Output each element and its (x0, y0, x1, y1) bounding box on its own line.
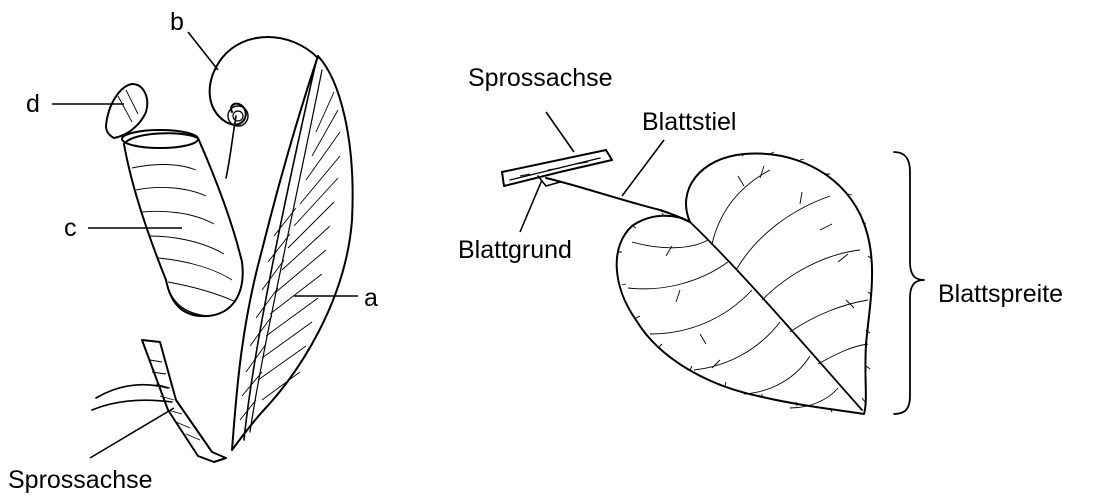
pitcher-lid-d (106, 84, 147, 138)
label-shoot-axis-right: Sprossachse (468, 64, 613, 92)
leaf-blade-brace (894, 152, 924, 414)
label-leaf-base: Blattgrund (458, 236, 572, 264)
label-shoot-axis-left: Sprossachse (8, 466, 153, 494)
leaf-lamina-a (232, 56, 353, 450)
label-leaf-blade: Blattspreite (938, 280, 1063, 308)
leader-line-b (188, 32, 218, 70)
label-petiole: Blattstiel (642, 108, 736, 136)
pitcher-plant-illustration: a b c d Sprossachse (8, 8, 378, 494)
leader-line-petiole (622, 140, 664, 196)
leaf-blade (617, 152, 872, 414)
leader-line-shoot-right (546, 112, 574, 152)
leader-line-leaf-base (520, 180, 542, 232)
label-a: a (364, 284, 378, 312)
label-c: c (64, 214, 77, 242)
pitcher-c (122, 130, 243, 316)
pitcher-plant-stem (92, 340, 226, 462)
leaf-illustration: Sprossachse Blattstiel Blattgrund Blatts… (458, 64, 1063, 414)
label-d: d (26, 90, 40, 118)
label-b: b (170, 8, 184, 36)
leader-line-shoot-left (90, 408, 174, 458)
